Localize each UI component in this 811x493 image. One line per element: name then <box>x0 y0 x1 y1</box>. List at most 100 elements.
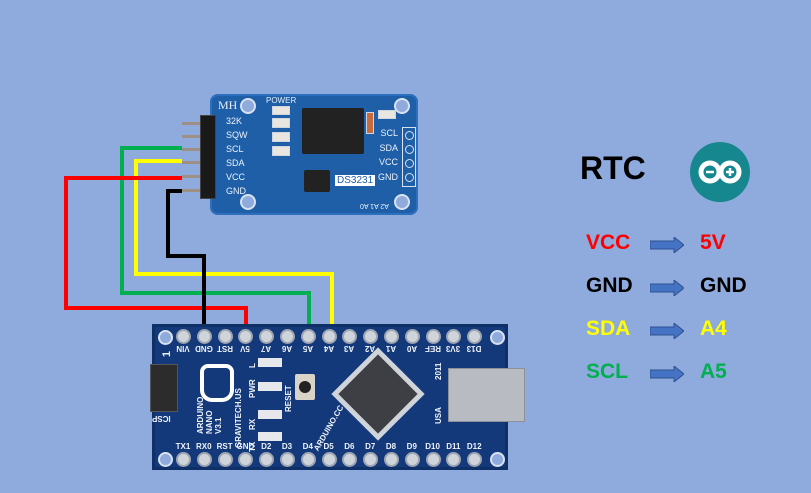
pin-pad-vin <box>176 329 191 344</box>
board-name-line: ARDUINO <box>196 396 205 434</box>
pin-label: A6 <box>281 344 293 353</box>
smd-component <box>378 110 396 119</box>
board-name: ARDUINO NANO V3.1 <box>196 397 223 434</box>
pin-label: D13 <box>466 344 482 353</box>
pin-label: D12 <box>466 442 482 451</box>
pin-label: 3V3 <box>446 344 461 353</box>
mounting-hole <box>490 452 505 467</box>
arduino-pin-name: 5V <box>700 231 726 254</box>
rtc-pin-header <box>200 115 216 199</box>
pin-label: SDA <box>226 158 245 168</box>
arduino-pin-name: A4 <box>700 317 727 340</box>
mounting-hole <box>158 330 173 345</box>
pin-pad-d5 <box>321 452 337 467</box>
pin-pad-gnd <box>238 452 254 467</box>
pin-label: A4 <box>323 344 334 353</box>
pin-label: D4 <box>302 442 313 451</box>
pin-pad-d4 <box>300 452 316 467</box>
arrow-right-icon <box>650 237 684 253</box>
pin-pad-rst <box>217 452 233 467</box>
pin-label: GND <box>236 442 255 451</box>
led-pwr <box>258 382 282 391</box>
pin-label: GND <box>194 344 213 353</box>
scl-wire <box>120 146 311 326</box>
arrow-right-icon <box>650 366 684 382</box>
pin-label: A1 <box>385 344 397 353</box>
pin-pad-5v <box>238 329 254 344</box>
pin-pad-d13 <box>467 329 483 344</box>
pin-label: 5V <box>240 344 251 353</box>
board-name-line: NANO <box>205 410 214 434</box>
pin-pad-ref <box>425 329 441 344</box>
pin-pad-a5 <box>300 329 316 344</box>
pin-label: D11 <box>446 442 461 451</box>
mounting-hole <box>240 194 256 210</box>
icsp-pin1-label: 1 <box>161 350 174 358</box>
pin-label: SCL <box>226 144 244 154</box>
vcc-wire <box>64 176 248 326</box>
mounting-hole <box>158 452 173 467</box>
pin-label: A0 <box>406 344 417 353</box>
chip-label: DS3231 <box>334 174 377 187</box>
pin-pad-a1 <box>384 329 399 344</box>
pin-label: REF <box>424 344 441 353</box>
right-header <box>402 127 416 187</box>
power-label: POWER <box>266 96 297 105</box>
pad-label: A2 <box>380 202 389 209</box>
pin-pad-d6 <box>342 452 358 467</box>
pin-pad-a7 <box>259 329 275 344</box>
led-rx <box>258 410 282 419</box>
pin-label: A2 <box>365 344 376 353</box>
pin-pad-tx1 <box>176 452 191 467</box>
led-tx <box>258 432 282 441</box>
pin-pad-gnd <box>196 329 212 344</box>
address-pads: A2 A1 A0 <box>360 202 389 209</box>
gnd-wire <box>166 189 206 326</box>
made-in-label: USA <box>434 407 443 424</box>
mounting-hole <box>394 194 410 210</box>
led-label-pwr: PWR <box>248 379 257 398</box>
year-label: 2011 <box>434 362 443 380</box>
smd-component <box>272 132 290 142</box>
pad-label: A0 <box>360 202 369 209</box>
power-led <box>272 106 290 115</box>
pin-pad-d7 <box>363 452 379 467</box>
pin-pad-a0 <box>404 329 420 344</box>
pin-label: D8 <box>385 442 397 451</box>
pin-pad-a6 <box>280 329 295 344</box>
left-pin-labels: 32K SQW SCL SDA VCC GND <box>226 114 248 198</box>
smd-component <box>272 146 290 156</box>
reset-button[interactable] <box>295 374 315 400</box>
eeprom-chip <box>304 170 330 192</box>
pin-pad-a3 <box>342 329 358 344</box>
right-pin-labels: SCL SDA VCC GND <box>378 126 398 184</box>
arrow-right-icon <box>650 323 684 339</box>
pin-pad-d11 <box>446 452 462 467</box>
led-label-l: L <box>248 363 257 368</box>
rtc-brand: MH <box>218 98 238 112</box>
pad-label: A1 <box>370 202 379 209</box>
board-name-line: V3.1 <box>214 417 223 434</box>
rtc-pin-name: GND <box>586 274 633 297</box>
usb-port[interactable] <box>448 368 525 422</box>
pin-label: RST <box>216 442 233 451</box>
pin-label: TX1 <box>175 442 191 451</box>
pin-label: A5 <box>302 344 313 353</box>
pin-label: RST <box>216 344 233 353</box>
pin-label: D5 <box>323 442 334 451</box>
pin-pad-d12 <box>467 452 483 467</box>
pin-label: D10 <box>425 442 440 451</box>
pin-label: D9 <box>406 442 417 451</box>
reset-label: RESET <box>284 385 293 412</box>
pin-label: SCL <box>380 128 398 138</box>
pin-label: GND <box>226 186 246 196</box>
maker-label: GRAVITECH.US <box>234 388 243 448</box>
pin-label: GND <box>378 171 398 182</box>
ds3231-chip <box>302 108 364 154</box>
pin-pad-a4 <box>321 329 337 344</box>
pin-pad-a2 <box>363 329 379 344</box>
icsp-label: ICSP <box>152 414 171 423</box>
